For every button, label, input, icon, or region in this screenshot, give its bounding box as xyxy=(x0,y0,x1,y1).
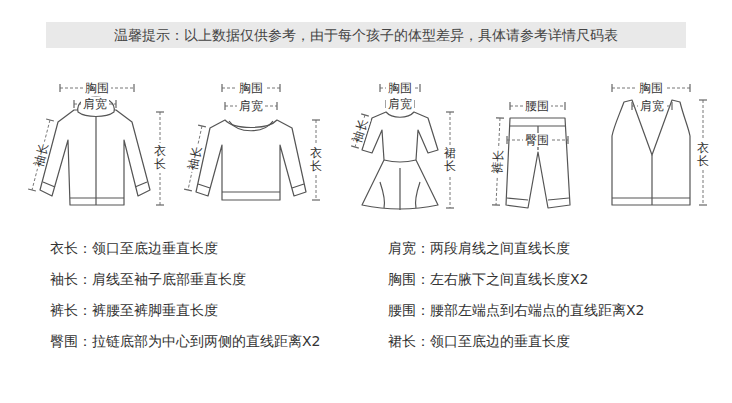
sweater-details xyxy=(198,121,304,192)
definition-text: 袖长：肩线至袖子底部垂直长度 xyxy=(50,271,246,288)
dimension-label: 胸围 xyxy=(83,81,111,95)
notice-banner: 温馨提示：以上数据仅供参考，由于每个孩子的体型差异，具体请参考详情尺码表 xyxy=(46,22,686,48)
dress-waist xyxy=(380,160,420,210)
definition-text: 衣长：领口至底边垂直长度 xyxy=(50,240,218,257)
jacket-hood xyxy=(78,97,115,117)
dimension-line xyxy=(32,88,703,208)
dimension-label: 衣长 xyxy=(154,143,166,173)
jacket-outline xyxy=(40,110,150,205)
definition-text: 裙长：领口至底边的垂直长度 xyxy=(388,333,570,350)
definition-text: 肩宽：两段肩线之间直线长度 xyxy=(388,240,570,257)
dress-outline xyxy=(362,112,438,209)
dimension-label: 胸围 xyxy=(386,81,414,95)
dimension-label: 腰围 xyxy=(523,99,551,113)
definition-text: 胸围：左右腋下之间直线长度X2 xyxy=(388,271,589,288)
dimension-label: 衣长 xyxy=(697,140,709,170)
vest-details xyxy=(612,155,690,205)
dimension-label: 胸围 xyxy=(637,81,665,95)
definition-text: 臀围：拉链底部为中心到两侧的直线距离X2 xyxy=(50,333,321,350)
dimension-label: 衣长 xyxy=(310,145,322,175)
dimension-line xyxy=(40,97,690,210)
dimension-label: 肩宽 xyxy=(386,97,414,111)
definition-text: 腰围：腰部左端点到右端点的直线距离X2 xyxy=(388,302,645,319)
jacket-zipper xyxy=(43,116,147,205)
notice-text: 温馨提示：以上数据仅供参考，由于每个孩子的体型差异，具体请参考详情尺码表 xyxy=(114,27,618,44)
definition-text: 裤长：裤腰至裤脚垂直长度 xyxy=(50,302,218,319)
dimension-label: 臀围 xyxy=(523,133,551,147)
dimension-label: 肩宽 xyxy=(237,99,265,113)
dimension-label: 裤长 xyxy=(490,148,506,177)
dimension-label: 肩宽 xyxy=(81,97,109,111)
sweater-outline xyxy=(196,120,306,200)
dimension-label: 胸围 xyxy=(237,81,265,95)
dimension-label: 裙长 xyxy=(444,145,456,175)
pants-outline xyxy=(506,118,570,208)
dimension-label: 肩宽 xyxy=(638,99,666,113)
vest-outline xyxy=(612,100,690,205)
pants-details xyxy=(507,126,569,200)
